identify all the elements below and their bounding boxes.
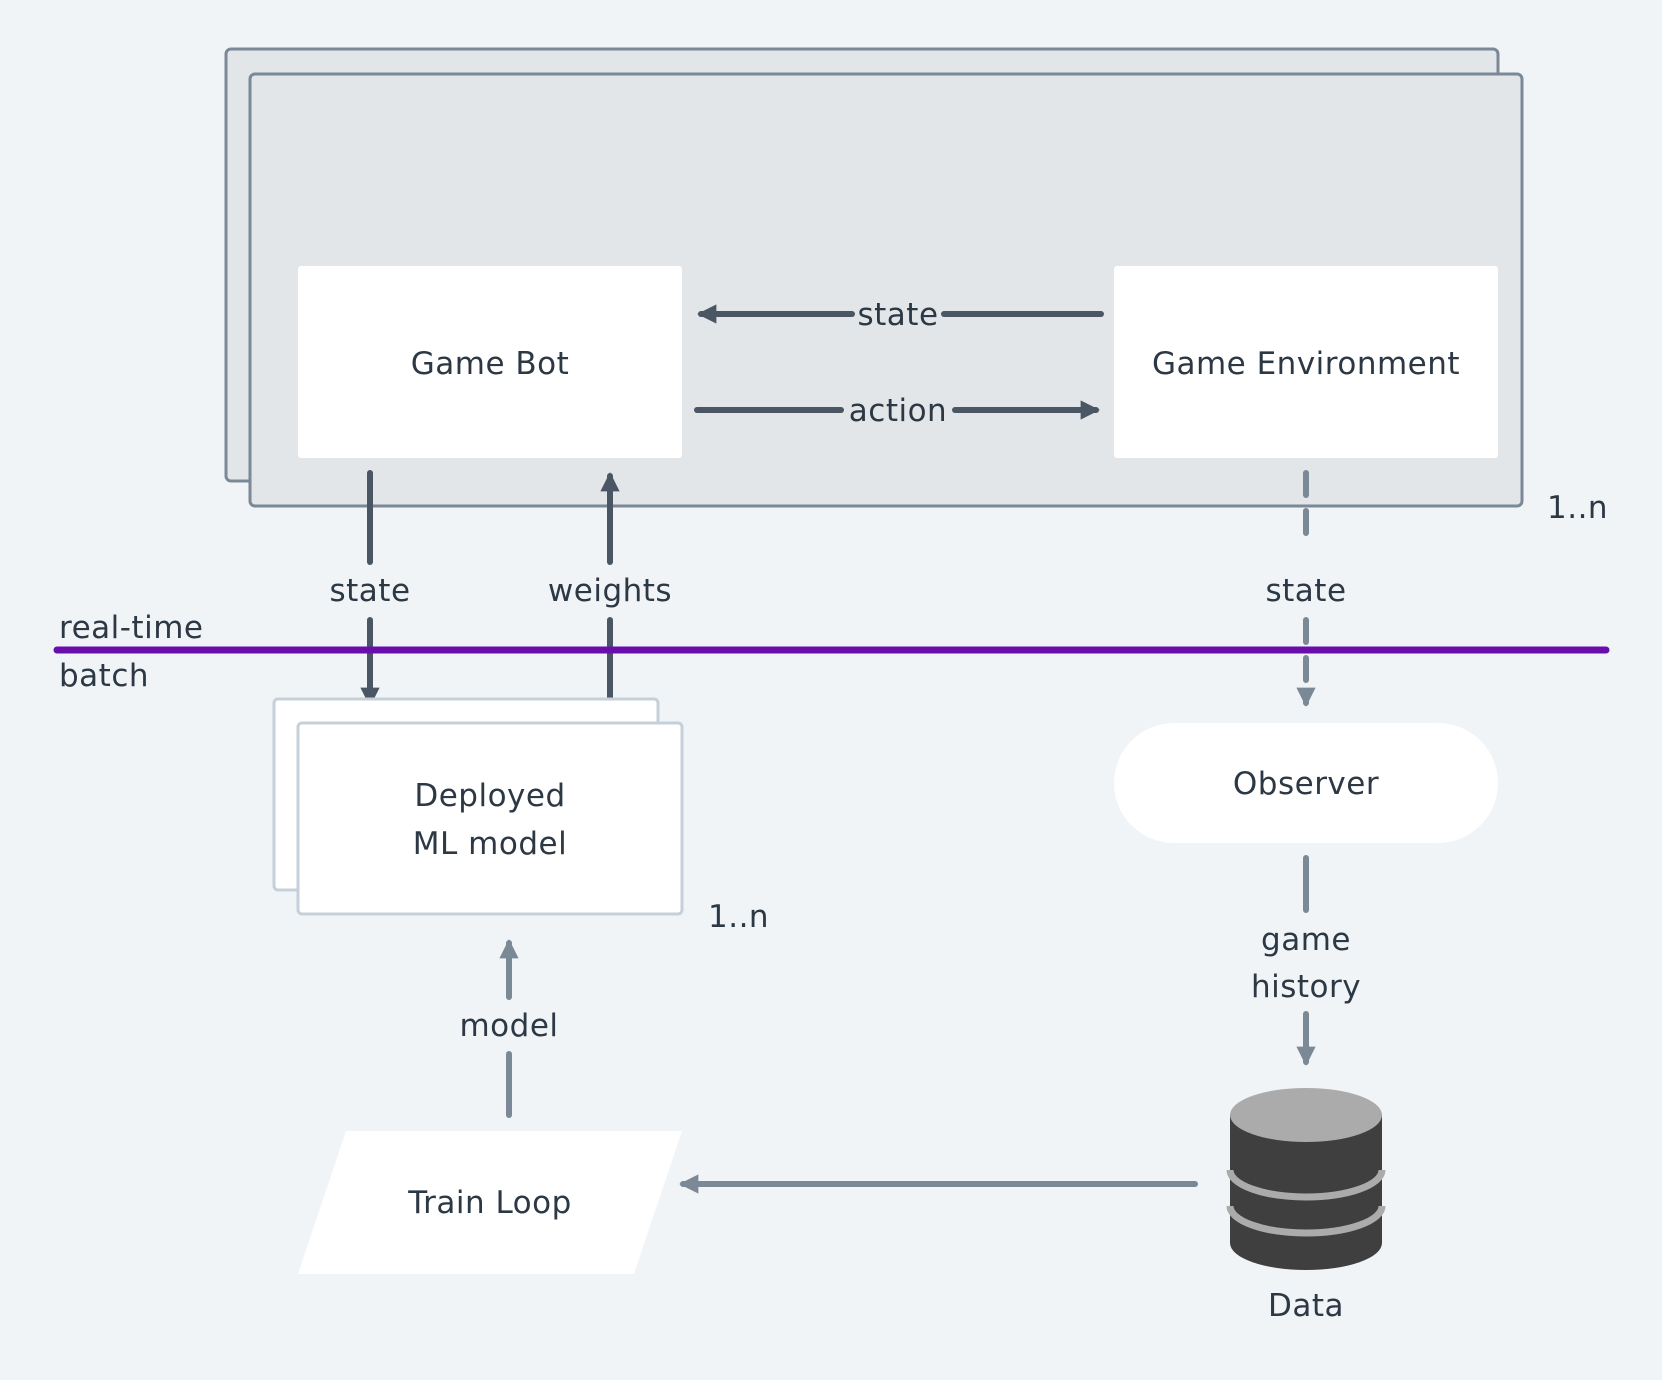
- deployed-ml-model-label-line1: Deployed: [414, 778, 565, 814]
- database-icon: [1226, 1088, 1386, 1270]
- environment-group-multiplicity: 1..n: [1547, 490, 1608, 526]
- edge-env-to-bot-state-label: state: [857, 297, 938, 333]
- model-group-multiplicity: 1..n: [708, 899, 769, 935]
- deployed-ml-model-node[interactable]: Deployed ML model: [272, 697, 684, 916]
- game-environment-label: Game Environment: [1152, 346, 1460, 382]
- data-label: Data: [1268, 1288, 1344, 1324]
- edge-bot-to-model-state: state: [329, 470, 410, 707]
- game-environment-box: [1114, 266, 1498, 458]
- edge-env-to-observer-state: state: [1265, 470, 1346, 707]
- game-bot-box: [298, 266, 682, 458]
- observer-label: Observer: [1233, 766, 1379, 802]
- train-loop-label: Train Loop: [407, 1185, 572, 1221]
- edge-env-to-observer-state-label: state: [1265, 573, 1346, 609]
- train-loop-node[interactable]: Train Loop: [298, 1131, 682, 1274]
- edge-bot-to-env-action: action: [694, 393, 1100, 429]
- train-loop-shape: [298, 1131, 682, 1274]
- data-node[interactable]: Data: [1226, 1088, 1386, 1324]
- edge-observer-to-data-label-line2: history: [1251, 969, 1361, 1005]
- edge-observer-to-data: game history: [1251, 855, 1361, 1066]
- deployed-ml-model-front-card: [296, 721, 684, 916]
- deployed-ml-model-label-line2: ML model: [413, 826, 567, 862]
- game-bot-node[interactable]: Game Bot: [298, 266, 682, 458]
- edge-env-to-bot-state: state: [697, 297, 1104, 333]
- edge-train-to-model: model: [459, 939, 558, 1118]
- realtime-batch-divider: real-time batch: [53, 610, 1610, 694]
- observer-box: [1114, 723, 1498, 843]
- observer-node[interactable]: Observer: [1114, 723, 1498, 843]
- edge-bot-to-env-action-label: action: [849, 393, 947, 429]
- edge-model-to-bot-weights-label: weights: [548, 573, 672, 609]
- divider-label-batch: batch: [59, 658, 149, 694]
- game-bot-label: Game Bot: [411, 346, 570, 382]
- divider-label-realtime: real-time: [59, 610, 203, 646]
- game-environment-node[interactable]: Game Environment: [1114, 266, 1498, 458]
- edge-model-to-bot-weights: weights: [548, 472, 672, 709]
- edge-observer-to-data-label-line1: game: [1261, 922, 1351, 958]
- edge-bot-to-model-state-label: state: [329, 573, 410, 609]
- edge-train-to-model-label: model: [459, 1008, 558, 1044]
